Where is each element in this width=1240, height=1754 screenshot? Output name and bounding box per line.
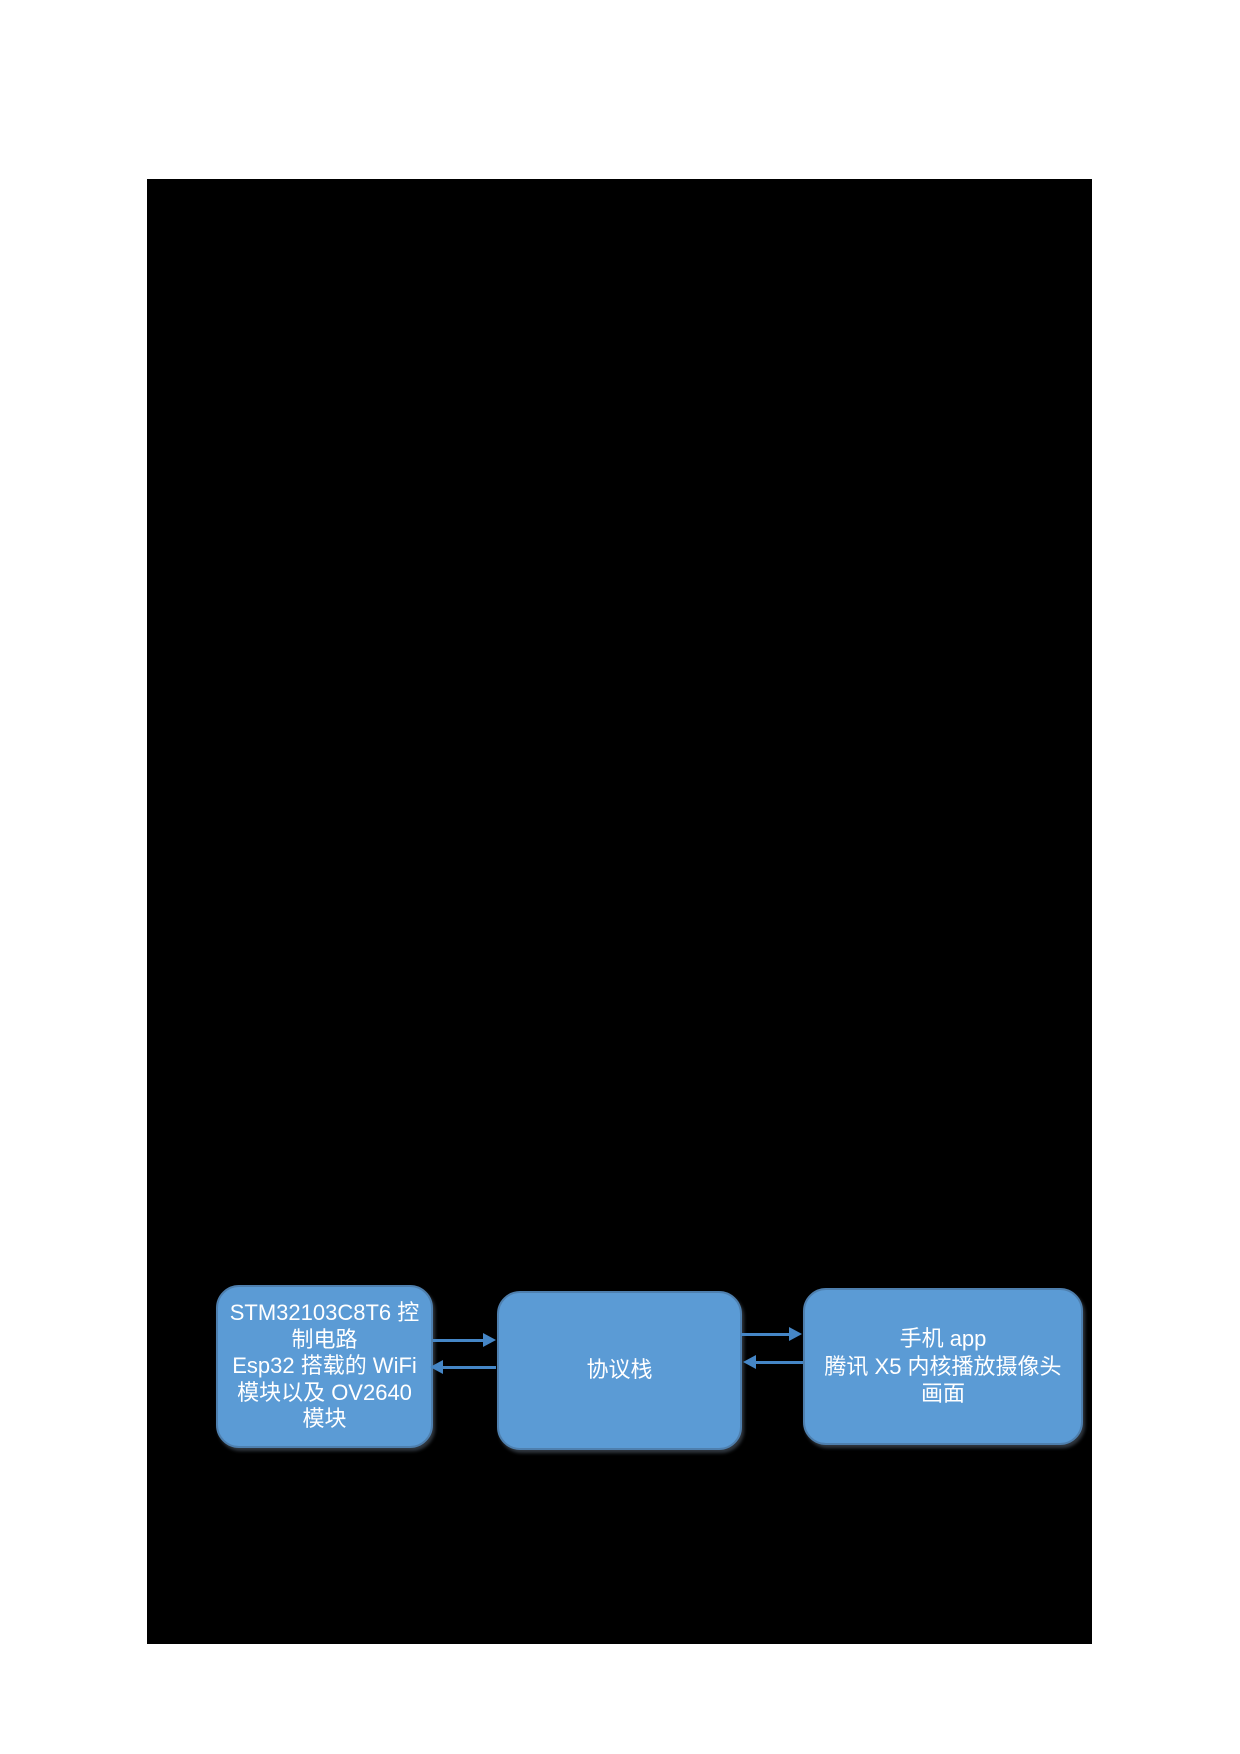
- node-text-line: 制电路: [291, 1326, 358, 1352]
- node-text-line: 模块以及 OV2640: [237, 1379, 412, 1405]
- arrowhead-right-icon: [789, 1327, 802, 1341]
- arrow-right-device-to-stack-icon: [433, 1333, 496, 1347]
- node-text-line: Esp32 搭载的 WiFi: [232, 1353, 417, 1379]
- arrowhead-left-icon: [430, 1360, 443, 1374]
- node-text-line: 手机 app: [899, 1326, 987, 1352]
- arrow-shaft: [755, 1361, 803, 1364]
- arrowhead-left-icon: [743, 1355, 756, 1369]
- arrow-left-stack-to-device-icon: [430, 1360, 496, 1374]
- arrow-shaft: [433, 1339, 484, 1342]
- node-stm32-esp32-camera-module: STM32103C8T6 控 制电路 Esp32 搭载的 WiFi 模块以及 O…: [216, 1285, 433, 1448]
- node-protocol-stack: 协议栈: [497, 1291, 742, 1450]
- node-text-line: 腾讯 X5 内核播放摄像头: [824, 1353, 1062, 1379]
- node-text-line: STM32103C8T6 控: [229, 1300, 420, 1326]
- arrow-shaft: [741, 1333, 790, 1336]
- arrowhead-right-icon: [483, 1333, 496, 1347]
- arrow-left-app-to-stack-icon: [743, 1355, 803, 1369]
- figure-black-background: STM32103C8T6 控 制电路 Esp32 搭载的 WiFi 模块以及 O…: [147, 179, 1092, 1644]
- node-text-line: 模块: [302, 1406, 347, 1432]
- arrow-shaft: [442, 1366, 496, 1369]
- node-text-line: 画面: [920, 1381, 965, 1407]
- node-text-line: 协议栈: [586, 1357, 653, 1383]
- arrow-right-stack-to-app-icon: [741, 1327, 802, 1341]
- node-phone-app: 手机 app 腾讯 X5 内核播放摄像头 画面: [803, 1288, 1083, 1445]
